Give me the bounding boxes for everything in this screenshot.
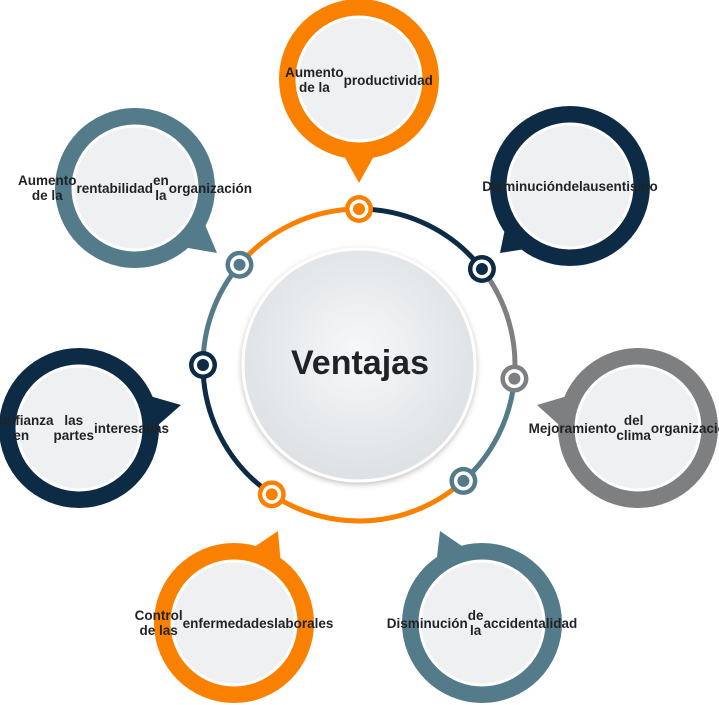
bubble-text-line: Disminución bbox=[386, 615, 468, 631]
bubble-label-clima: Mejoramiento del clima organizacional bbox=[529, 390, 719, 466]
node-group bbox=[189, 195, 529, 509]
ring-node-dot-productividad bbox=[353, 203, 365, 215]
ring-node-dot-rentabilidad bbox=[233, 258, 246, 271]
ring-node-dot-accidentalidad bbox=[457, 474, 470, 487]
bubble-text-line: Mejoramiento bbox=[528, 420, 617, 436]
bubble-inner-accidentalidad bbox=[418, 559, 546, 687]
ring-segment bbox=[358, 206, 484, 271]
bubble-text-line: Control de las bbox=[134, 608, 183, 638]
bubble-text-line: rentabilidad bbox=[76, 180, 153, 196]
bubble-inner-confianza bbox=[15, 364, 143, 492]
bubble-text-line: Disminución bbox=[482, 178, 564, 194]
bubble-text-line: las partes bbox=[53, 413, 95, 443]
bubble-label-enfermedades: Control de las enfermedades laborales bbox=[135, 585, 334, 661]
bubble-text-line: productividad bbox=[343, 72, 433, 88]
bubble-text-line: del clima bbox=[616, 413, 651, 443]
ring-node-dot-clima bbox=[508, 372, 521, 385]
bubble-inner-clima bbox=[574, 364, 702, 492]
bubble-label-ausentismo: Disminución del ausentismo bbox=[482, 148, 658, 224]
ring-segment bbox=[237, 206, 360, 267]
bubble-text-line: Aumento de la bbox=[285, 65, 344, 95]
bubble-text-line: accidentalidad bbox=[483, 615, 578, 631]
ring-segment bbox=[270, 479, 466, 524]
ring-segment bbox=[479, 267, 518, 379]
bubble-label-productividad: Aumento de la productividad bbox=[285, 50, 433, 110]
bubble-text-line: en la bbox=[153, 173, 169, 203]
bubble-text-line: organización bbox=[168, 180, 253, 196]
ring-segment bbox=[200, 364, 274, 497]
bubble-inner-productividad bbox=[295, 15, 423, 143]
bubble-inner-rentabilidad bbox=[71, 124, 199, 252]
bubble-text-line: del bbox=[563, 178, 583, 194]
center-circle bbox=[241, 247, 477, 483]
bubble-text-line: ausentismo bbox=[582, 178, 658, 194]
bubble-text-line: de la bbox=[467, 608, 484, 638]
bubble-text-line: Aumento de la bbox=[17, 173, 77, 203]
bubble-inner-ausentismo bbox=[506, 122, 634, 250]
bubble-text-line: enfermedades bbox=[182, 615, 275, 631]
bubble-text-line: organizacional bbox=[650, 420, 719, 436]
ring-node-dot-confianza bbox=[197, 359, 209, 371]
center-title: Ventajas bbox=[291, 343, 429, 382]
ring-segment bbox=[200, 263, 242, 366]
ring-node-dot-enfermedades bbox=[265, 488, 278, 501]
bubble-text-line: laborales bbox=[274, 615, 334, 631]
bubble-text-line: Confianza en bbox=[0, 413, 54, 443]
bubble-text-line: interesadas bbox=[94, 420, 170, 436]
ring-node-dot-ausentismo bbox=[475, 262, 488, 275]
bubble-label-rentabilidad: Aumento de la rentabilidad en la organiz… bbox=[18, 150, 252, 226]
bubble-label-accidentalidad: Disminución de la accidentalidad bbox=[387, 585, 578, 661]
bubble-inner-enfermedades bbox=[170, 559, 298, 687]
bubble-label-confianza: Confianza en las partes interesadas bbox=[0, 390, 169, 466]
